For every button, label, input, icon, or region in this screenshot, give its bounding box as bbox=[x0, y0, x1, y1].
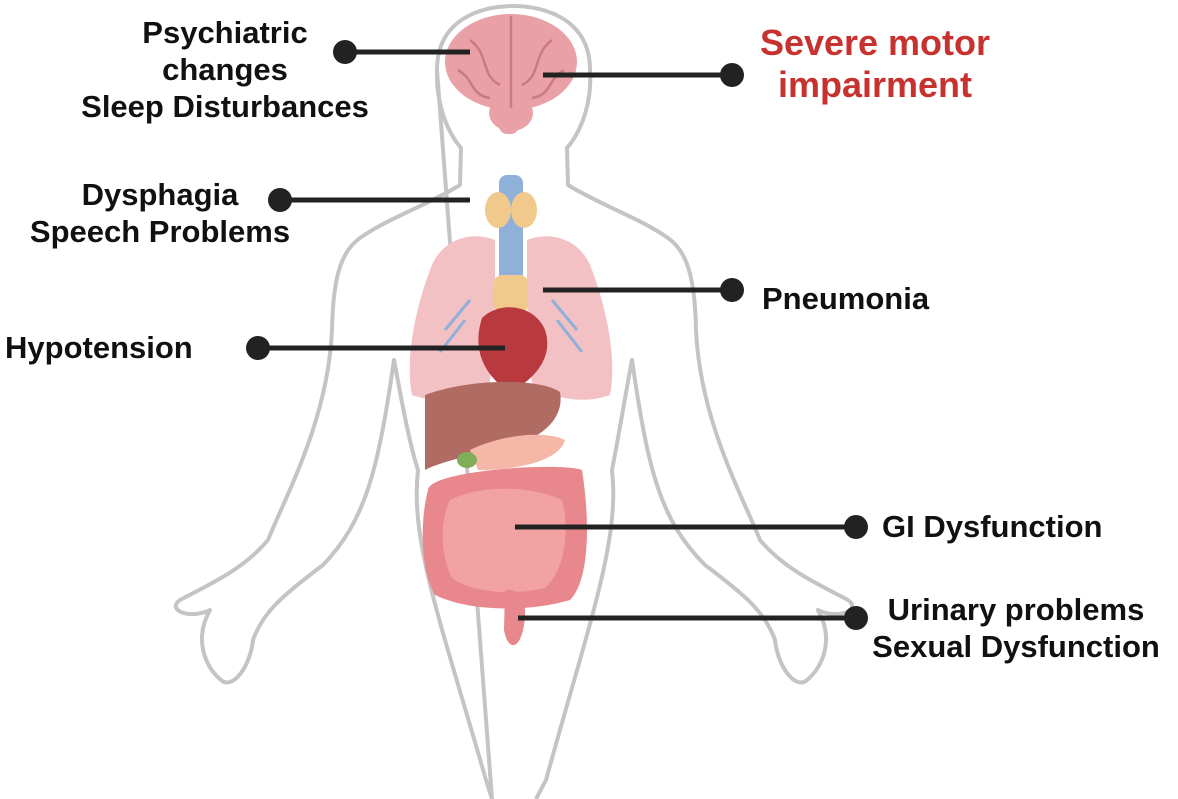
label-hypotension-line-1: Hypotension bbox=[5, 329, 193, 366]
label-motor-line-1: Severe motor bbox=[735, 22, 1015, 64]
label-urinary-line-2: Sexual Dysfunction bbox=[866, 628, 1166, 665]
label-urinary: Urinary problems Sexual Dysfunction bbox=[866, 591, 1166, 665]
connector-dot-hypotension bbox=[246, 336, 270, 360]
connector-dot-gi bbox=[844, 515, 868, 539]
label-urinary-line-1: Urinary problems bbox=[866, 591, 1166, 628]
connector-dot-urinary bbox=[844, 606, 868, 630]
label-motor: Severe motor impairment bbox=[735, 22, 1015, 106]
label-motor-line-2: impairment bbox=[735, 64, 1015, 106]
trachea-organ bbox=[499, 175, 523, 290]
connector-dot-pneumonia bbox=[720, 278, 744, 302]
label-dysphagia: Dysphagia Speech Problems bbox=[10, 176, 310, 250]
small-intestine-organ bbox=[443, 489, 566, 592]
label-hypotension: Hypotension bbox=[5, 329, 193, 366]
label-pneumonia-line-1: Pneumonia bbox=[762, 280, 929, 317]
label-gi-line-1: GI Dysfunction bbox=[882, 508, 1102, 545]
gallbladder-organ bbox=[457, 452, 477, 468]
label-psychiatric-line-3: Sleep Disturbances bbox=[70, 88, 380, 125]
label-psychiatric: Psychiatric changes Sleep Disturbances bbox=[70, 14, 380, 125]
label-psychiatric-line-2: changes bbox=[70, 51, 380, 88]
label-dysphagia-line-2: Speech Problems bbox=[10, 213, 310, 250]
label-pneumonia: Pneumonia bbox=[762, 280, 929, 317]
label-dysphagia-line-1: Dysphagia bbox=[10, 176, 310, 213]
label-psychiatric-line-1: Psychiatric bbox=[70, 14, 380, 51]
label-gi: GI Dysfunction bbox=[882, 508, 1102, 545]
